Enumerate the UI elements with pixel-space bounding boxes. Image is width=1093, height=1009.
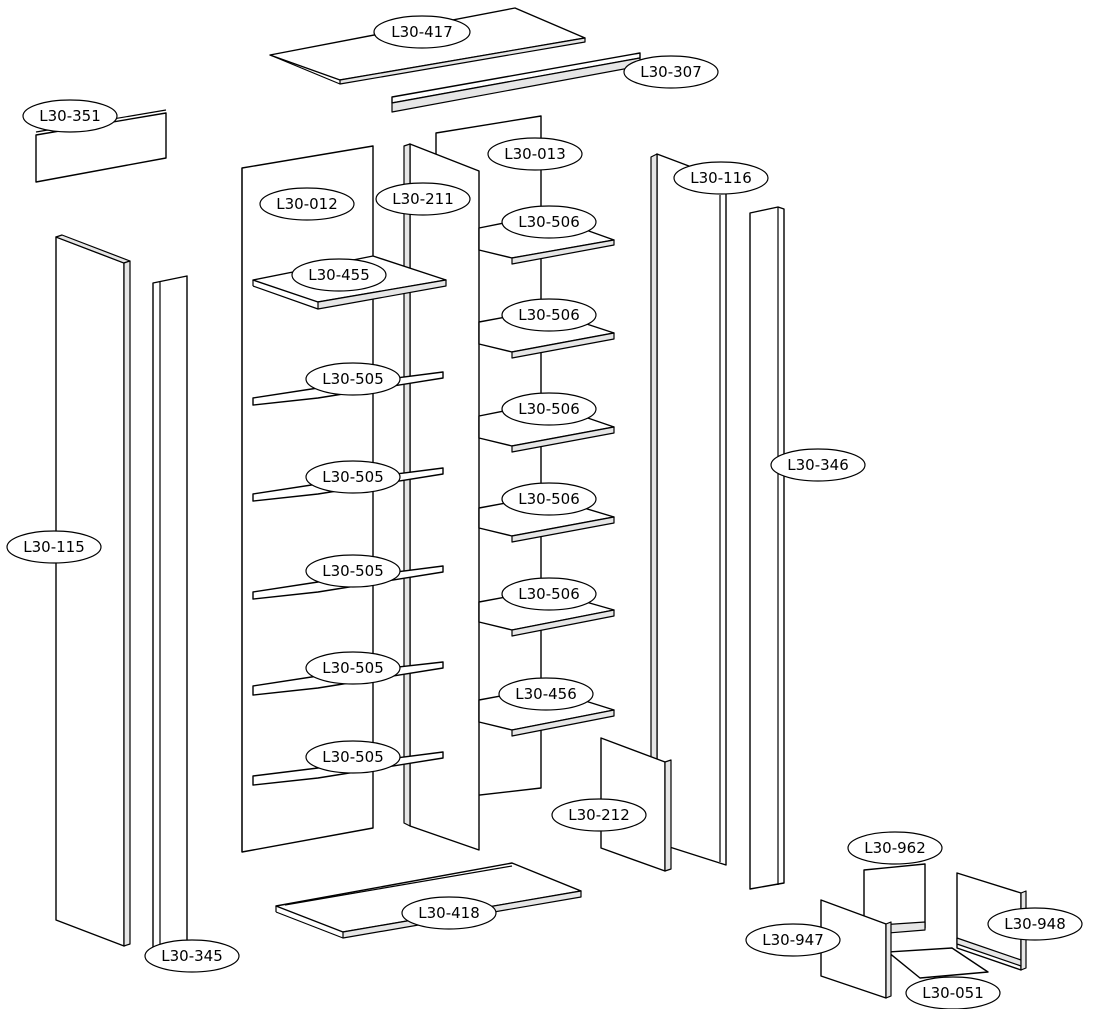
callout-l30-307: L30-307 xyxy=(623,55,719,89)
callout-l30-505-a: L30-505 xyxy=(305,362,401,396)
callout-l30-506-b: L30-506 xyxy=(501,298,597,332)
label-l30-351: L30-351 xyxy=(39,107,101,125)
label-l30-051: L30-051 xyxy=(922,984,984,1002)
label-l30-012: L30-012 xyxy=(276,195,338,213)
callout-l30-505-b: L30-505 xyxy=(305,460,401,494)
callout-l30-051: L30-051 xyxy=(905,976,1001,1009)
label-l30-505-b: L30-505 xyxy=(322,468,384,486)
callout-l30-013: L30-013 xyxy=(487,137,583,171)
callout-l30-012: L30-012 xyxy=(259,187,355,221)
label-l30-455: L30-455 xyxy=(308,266,370,284)
label-l30-505-c: L30-505 xyxy=(322,562,384,580)
callout-l30-418: L30-418 xyxy=(401,896,497,930)
part-l30-051 xyxy=(887,947,989,979)
label-l30-506-d: L30-506 xyxy=(518,490,580,508)
label-l30-417: L30-417 xyxy=(391,23,453,41)
part-l30-346 xyxy=(749,206,785,890)
label-l30-948: L30-948 xyxy=(1004,915,1066,933)
label-l30-211: L30-211 xyxy=(392,190,454,208)
callout-l30-506-e: L30-506 xyxy=(501,577,597,611)
label-l30-506-e: L30-506 xyxy=(518,585,580,603)
part-l30-115 xyxy=(55,234,131,947)
callout-l30-115: L30-115 xyxy=(6,530,102,564)
part-l30-345 xyxy=(152,275,188,959)
callout-l30-456: L30-456 xyxy=(498,677,594,711)
label-l30-345: L30-345 xyxy=(161,947,223,965)
part-l30-116 xyxy=(650,153,727,866)
label-l30-505-e: L30-505 xyxy=(322,748,384,766)
label-l30-506-c: L30-506 xyxy=(518,400,580,418)
part-l30-211 xyxy=(403,143,480,851)
label-l30-505-a: L30-505 xyxy=(322,370,384,388)
callout-l30-505-d: L30-505 xyxy=(305,651,401,685)
label-l30-307: L30-307 xyxy=(640,63,702,81)
callout-l30-506-d: L30-506 xyxy=(501,482,597,516)
callout-l30-947: L30-947 xyxy=(745,923,841,957)
callout-l30-346: L30-346 xyxy=(770,448,866,482)
label-l30-947: L30-947 xyxy=(762,931,824,949)
callout-l30-505-e: L30-505 xyxy=(305,740,401,774)
callout-l30-455: L30-455 xyxy=(291,258,387,292)
label-l30-115: L30-115 xyxy=(23,538,85,556)
callout-l30-211: L30-211 xyxy=(375,182,471,216)
callout-l30-506-a: L30-506 xyxy=(501,205,597,239)
callout-l30-962: L30-962 xyxy=(847,831,943,865)
callout-l30-417: L30-417 xyxy=(373,15,471,49)
label-l30-212: L30-212 xyxy=(568,806,630,824)
label-l30-506-a: L30-506 xyxy=(518,213,580,231)
label-l30-505-d: L30-505 xyxy=(322,659,384,677)
callout-l30-506-c: L30-506 xyxy=(501,392,597,426)
label-l30-116: L30-116 xyxy=(690,169,752,187)
label-l30-346: L30-346 xyxy=(787,456,849,474)
callout-l30-351: L30-351 xyxy=(22,99,118,133)
label-l30-962: L30-962 xyxy=(864,839,926,857)
callout-l30-948: L30-948 xyxy=(987,907,1083,941)
callout-l30-116: L30-116 xyxy=(673,161,769,195)
label-l30-418: L30-418 xyxy=(418,904,480,922)
label-l30-456: L30-456 xyxy=(515,685,577,703)
callout-l30-212: L30-212 xyxy=(551,798,647,832)
callout-l30-505-c: L30-505 xyxy=(305,554,401,588)
callout-l30-345: L30-345 xyxy=(144,939,240,973)
label-l30-013: L30-013 xyxy=(504,145,566,163)
label-l30-506-b: L30-506 xyxy=(518,306,580,324)
